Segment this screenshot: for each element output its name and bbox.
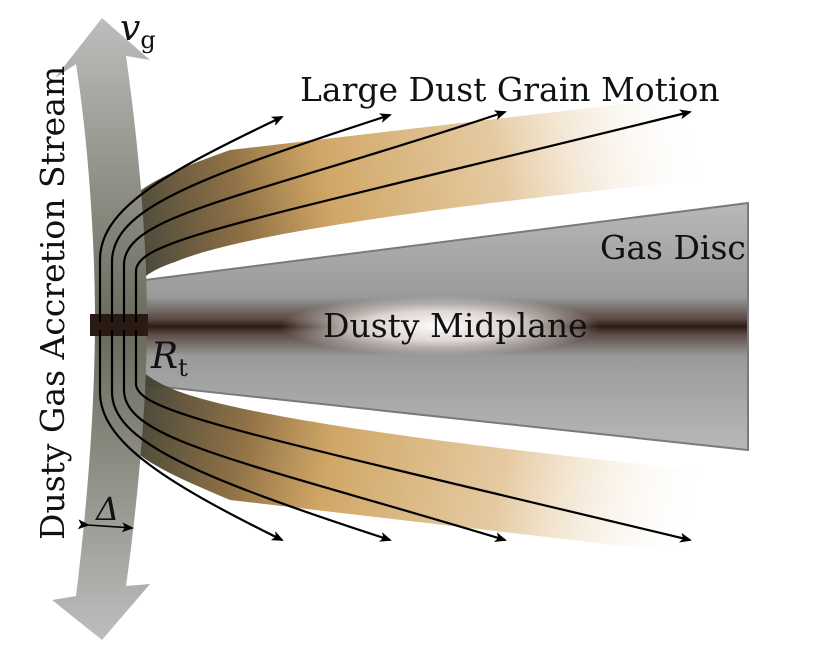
trajectory-upper-3 (122, 110, 507, 322)
width-indicator-arrow (77, 519, 134, 533)
trajectory-lower-4 (134, 330, 692, 543)
gas-disc-label: Gas Disc (600, 228, 746, 267)
velocity-symbol: v (120, 8, 140, 49)
trajectory-lower-3 (122, 330, 507, 542)
dust-band-upper (105, 95, 700, 290)
trajectory-lower-2 (110, 330, 392, 542)
trajectory-upper-1 (98, 116, 284, 322)
velocity-label: vg (120, 8, 156, 54)
stream-label: Dusty Gas Accretion Stream (33, 66, 72, 540)
trajectory-upper-2 (110, 113, 392, 322)
grain-motion-label: Large Dust Grain Motion (300, 70, 720, 109)
midplane-glow (280, 296, 600, 356)
grain-trajectories (98, 109, 692, 543)
trajectory-upper-4 (134, 109, 692, 322)
width-label: Δ (94, 490, 119, 528)
velocity-subscript: g (140, 26, 155, 54)
trajectory-lower-1 (98, 330, 284, 541)
stream-midplane-bar (90, 314, 148, 336)
radius-subscript: t (178, 354, 188, 382)
midplane-label: Dusty Midplane (323, 306, 588, 345)
radius-symbol: R (150, 336, 178, 377)
radius-label: Rt (150, 336, 188, 382)
